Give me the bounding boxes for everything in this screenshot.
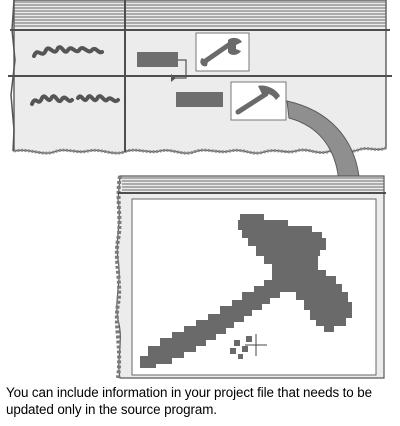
caption: You can include information in your proj…	[6, 384, 396, 418]
handwritten-scribble	[30, 94, 120, 106]
hammer-icon	[140, 214, 352, 368]
link-arrowhead	[171, 74, 176, 82]
handwritten-scribble	[32, 45, 104, 58]
caption-line-2: updated only in the source program.	[6, 402, 217, 417]
hammer-icon	[230, 81, 287, 121]
crosshair-cursor-icon	[245, 334, 267, 356]
caption-line-1: You can include information in your proj…	[6, 385, 372, 400]
header-bar	[14, 1, 386, 27]
spreadsheet-panel	[8, 0, 392, 155]
linked-object-block	[176, 92, 223, 107]
zoomed-window	[114, 175, 386, 379]
wrench-icon	[195, 32, 250, 72]
illustration	[8, 0, 392, 379]
link-connector	[174, 59, 187, 79]
linked-object-block	[137, 52, 178, 67]
panel-left-edge	[10, 0, 16, 152]
